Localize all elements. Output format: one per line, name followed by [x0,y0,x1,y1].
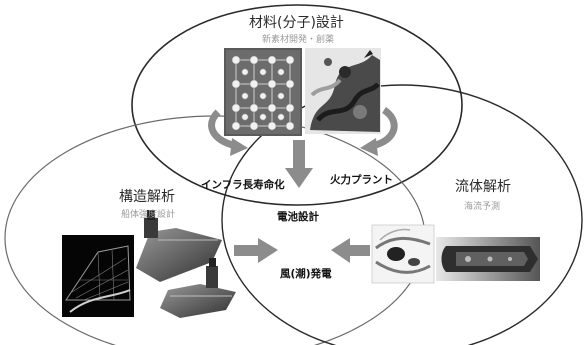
circle-materials [131,4,463,206]
fluid-subtitle: 海流予測 [464,202,501,212]
curved-arrow-left [208,109,238,150]
curved-arrow-left-head [230,138,248,156]
materials-title: 材料(分子)設計 [249,15,344,31]
ship-wireframe-image [62,235,134,317]
crystal-lattice-image [224,48,302,136]
curved-arrow-right [371,107,398,150]
fluid-title: 流体解析 [455,179,511,195]
right-arrow [234,238,278,263]
overlap-thermal-plant-label: 火力プラント [330,174,393,186]
left-arrow [331,238,370,263]
ship-hull-image-2 [160,258,236,318]
structure-subtitle: 船体強度設計 [121,210,176,220]
overlap-infrastructure-label: インフラ長寿命化 [201,179,285,191]
hull-flow-image [436,237,540,281]
overlap-wind-tidal-label: 風(潮)発電 [280,268,332,280]
down-arrow [285,140,313,188]
curved-arrow-right-head [360,138,378,156]
structure-title: 構造解析 [119,189,175,205]
materials-subtitle: 新素材開発・創薬 [262,35,335,45]
circle-fluid [221,84,583,345]
ship-hull-image-1 [136,210,222,282]
molecule-image [305,48,381,134]
flow-simulation-image [371,224,435,284]
overlap-battery-label: 電池設計 [277,211,319,223]
